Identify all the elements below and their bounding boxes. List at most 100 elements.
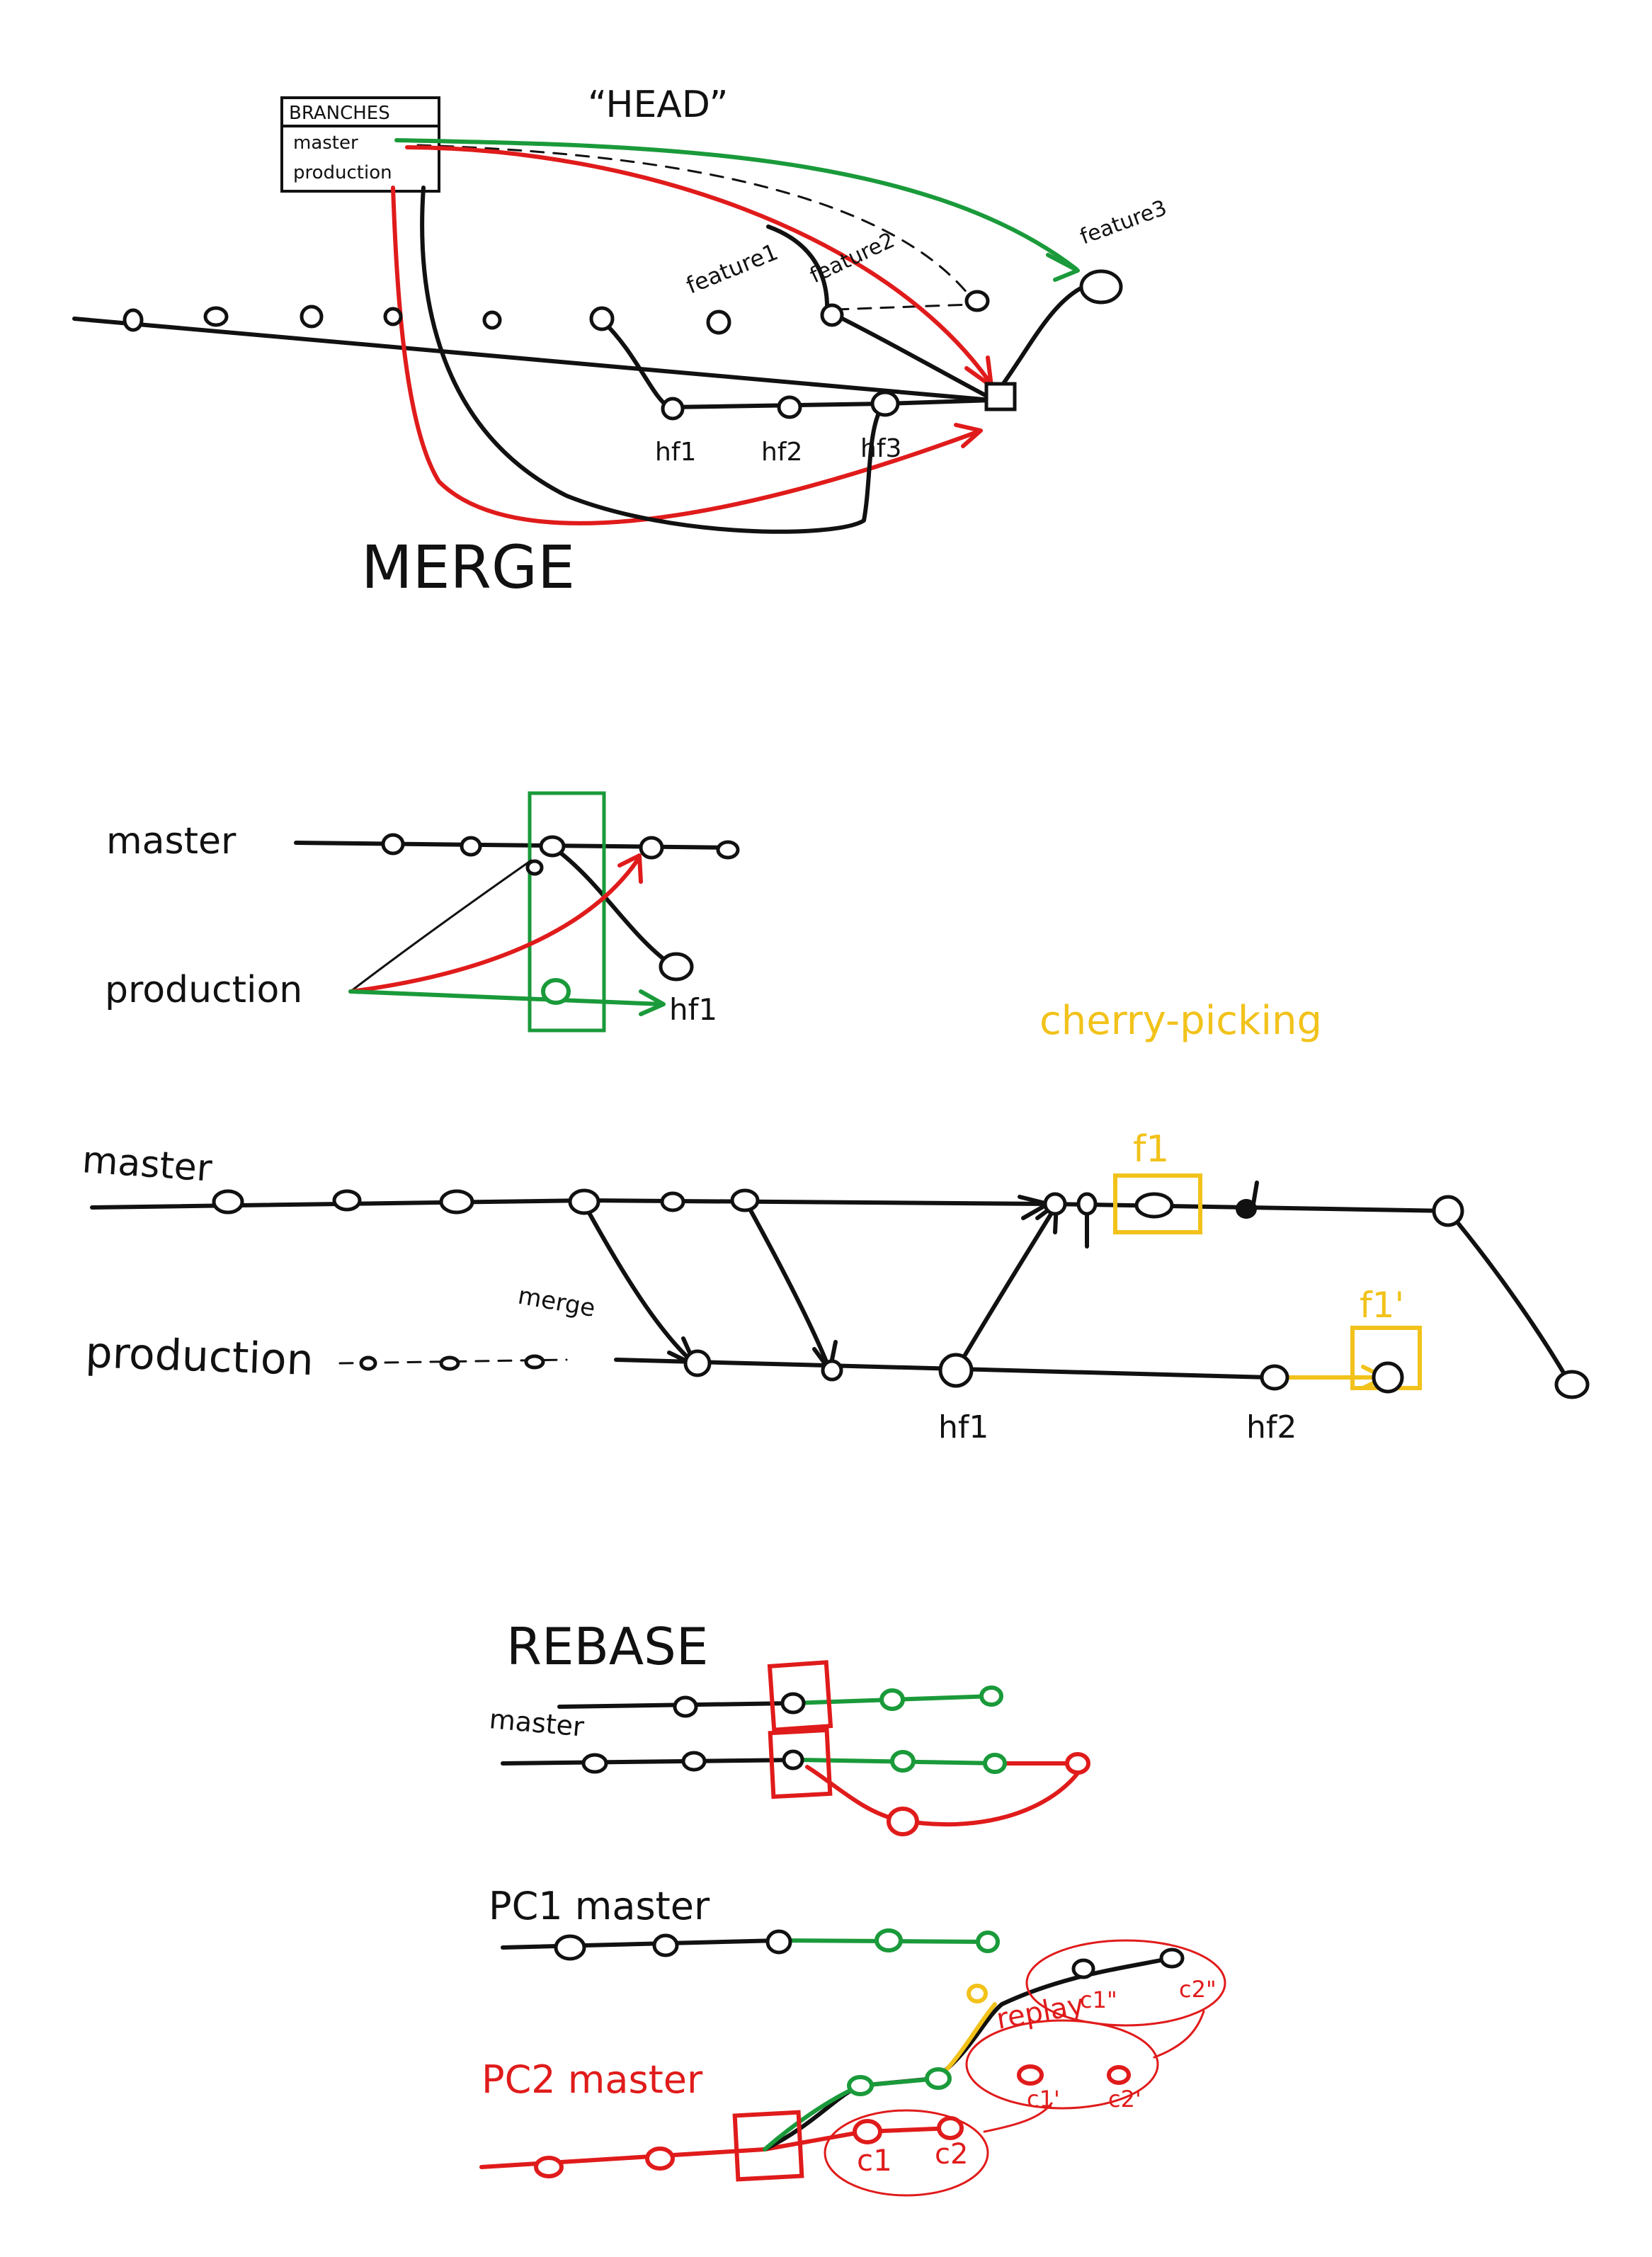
pc2-yellow-node bbox=[967, 1984, 988, 2003]
cherry-master-to-production bbox=[1446, 1209, 1571, 1383]
pc2-green-node bbox=[925, 2067, 952, 2090]
diagram-production-label: production bbox=[105, 969, 302, 1011]
cherry-hf1-node bbox=[938, 1353, 974, 1388]
pc2-c-group-outline bbox=[824, 2109, 989, 2197]
merge-main-line bbox=[72, 317, 993, 402]
diagram-thin-arrow bbox=[349, 859, 532, 993]
rebase-row2-line bbox=[501, 1758, 802, 1766]
production-black-curve bbox=[420, 186, 884, 534]
master-green-arrowhead bbox=[1046, 253, 1080, 282]
diagram-green-arrow bbox=[348, 989, 664, 1006]
pc2-c2-label: c2 bbox=[935, 2138, 968, 2171]
hf2-label: hf2 bbox=[761, 438, 802, 467]
head-target-node bbox=[964, 290, 990, 312]
cherry-f1-label: f1 bbox=[1133, 1128, 1169, 1171]
branches-box-item-master: master bbox=[293, 132, 358, 154]
cherry-production-end-node bbox=[1554, 1370, 1590, 1399]
cherry-master-node bbox=[439, 1189, 474, 1215]
pc1-node bbox=[765, 1929, 792, 1955]
cherry-master-node bbox=[730, 1188, 760, 1212]
merge-commit-node bbox=[203, 306, 229, 327]
diagram-hf1-label: hf1 bbox=[669, 992, 717, 1027]
rebase-red-node bbox=[887, 1807, 919, 1836]
cherry-production-node bbox=[683, 1349, 712, 1377]
pc2-label: PC2 master bbox=[482, 2057, 703, 2102]
cherry-merge-label: merge bbox=[515, 1281, 597, 1322]
pc2-green-node bbox=[847, 2075, 874, 2096]
feature1-node bbox=[706, 309, 731, 335]
diagram-node bbox=[381, 833, 405, 855]
pc1-node bbox=[554, 1934, 586, 1961]
cherry-master-node bbox=[332, 1189, 362, 1212]
diagram-branch-line bbox=[557, 850, 671, 965]
cherry-hf1-label: hf1 bbox=[938, 1409, 989, 1445]
rebase-row1-red-box bbox=[767, 1660, 833, 1732]
feature1-label: feature1 bbox=[683, 238, 782, 299]
merge-commit-node bbox=[300, 305, 324, 329]
rebase-node bbox=[782, 1749, 804, 1770]
pc2-c1-prime-label: c1' bbox=[1027, 2086, 1060, 2113]
rebase-node bbox=[581, 1753, 608, 1774]
master-red-arrowhead bbox=[964, 356, 993, 388]
rebase-green-node bbox=[979, 1685, 1003, 1707]
diagram-node bbox=[460, 836, 482, 857]
cherry-production-faint-node bbox=[359, 1355, 377, 1371]
pc2-replay-label: replay bbox=[994, 1989, 1087, 2036]
cherry-hf1-to-master bbox=[954, 1205, 1057, 1372]
pc2-c2-prime-node bbox=[1107, 2065, 1131, 2085]
merge-section: BRANCHES master production “HEAD” bbox=[72, 84, 1170, 602]
master-red-arrow bbox=[405, 145, 992, 385]
pc2-c1-dprime-node bbox=[1071, 1958, 1095, 1979]
rebase-node bbox=[681, 1751, 707, 1772]
cherry-production-label: production bbox=[84, 1328, 314, 1385]
pc2-rebased-black-line bbox=[763, 1956, 1174, 2151]
pc2-c1-label: c1 bbox=[857, 2143, 892, 2178]
pc1-label: PC1 master bbox=[489, 1884, 710, 1928]
merge-commit-node bbox=[482, 310, 502, 330]
pc1-line bbox=[501, 1938, 781, 1950]
rebase-row2-red-box bbox=[768, 1727, 833, 1800]
cherry-production-node bbox=[821, 1359, 843, 1382]
branch-diagram-section: master production hf1 bbox=[105, 791, 740, 1033]
rebase-master-label: master bbox=[488, 1703, 586, 1743]
pc1-green-node bbox=[976, 1931, 1000, 1953]
rebase-green-node bbox=[890, 1750, 916, 1773]
pc1-node bbox=[652, 1933, 679, 1957]
feature2-to-merge bbox=[826, 309, 990, 399]
pc2-c-dprime-group-outline bbox=[1025, 1939, 1226, 2027]
feature3-label: feature3 bbox=[1077, 195, 1170, 249]
pc2-c1-dprime-label: c1" bbox=[1080, 1986, 1117, 2013]
head-label: “HEAD” bbox=[588, 84, 728, 126]
diagram-green-highlight bbox=[528, 791, 606, 1033]
diagram-master-label: master bbox=[106, 820, 237, 863]
cherry-picking-section: cherry-picking master production merge f… bbox=[81, 998, 1590, 1445]
feature2-node bbox=[820, 303, 844, 327]
pc2-node bbox=[645, 2147, 675, 2171]
pc2-c2-prime-label: c2' bbox=[1108, 2086, 1141, 2113]
diagram-green-arrowhead bbox=[639, 989, 666, 1016]
diagram-hf1-node bbox=[659, 952, 694, 982]
production-red-arrow bbox=[391, 186, 979, 525]
merge-commit-node bbox=[589, 306, 615, 331]
cherry-f1-node bbox=[1134, 1192, 1174, 1219]
rebase-node bbox=[673, 1695, 698, 1718]
cherry-f1-prime-node bbox=[1372, 1361, 1404, 1394]
cherry-master-node bbox=[1043, 1192, 1067, 1216]
head-dashed-line bbox=[834, 303, 972, 311]
rebase-node bbox=[780, 1692, 806, 1715]
cherry-merge-link-2 bbox=[745, 1202, 831, 1369]
cherry-filled-node bbox=[1236, 1199, 1257, 1219]
pc2-c2-node bbox=[937, 2116, 964, 2140]
cherry-master-node bbox=[1076, 1192, 1098, 1216]
production-red-arrowhead bbox=[954, 423, 983, 448]
master-green-arrow bbox=[394, 138, 1078, 271]
pc2-red-box bbox=[732, 2110, 804, 2182]
branches-box: BRANCHES master production bbox=[280, 96, 440, 193]
cherry-master-node bbox=[1432, 1195, 1464, 1227]
cherry-master-node bbox=[568, 1188, 600, 1215]
branches-box-title: BRANCHES bbox=[289, 103, 390, 124]
feature3-node bbox=[1079, 269, 1123, 305]
pc2-c1-node bbox=[853, 2119, 882, 2144]
rebase-section: REBASE master PC1 master PC2 maste bbox=[479, 1617, 1226, 2197]
